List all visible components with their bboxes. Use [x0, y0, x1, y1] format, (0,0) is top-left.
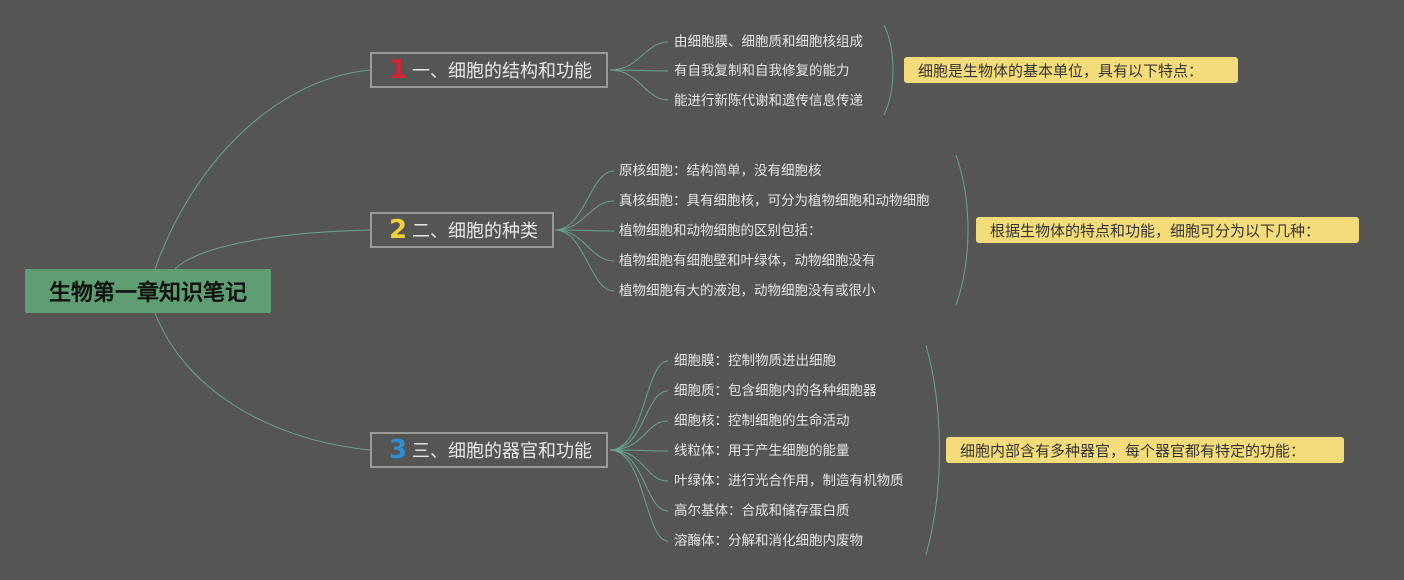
connector-b1-leaf	[609, 41, 669, 71]
summary-note-3[interactable]: 细胞内部含有多种器官，每个器官都有特定的功能：	[946, 437, 1344, 463]
leaf-topic[interactable]: 叶绿体：进行光合作用，制造有机物质	[674, 473, 904, 489]
branch-topic-3[interactable]: 3 三、细胞的器官和功能	[370, 432, 608, 468]
connector-b3-leaf	[609, 449, 669, 482]
leaf-topic[interactable]: 植物细胞和动物细胞的区别包括：	[619, 223, 822, 239]
connector-b3-brace	[925, 344, 940, 556]
leaf-topic[interactable]: 植物细胞有细胞壁和叶绿体，动物细胞没有	[619, 253, 876, 269]
branch-topic-1[interactable]: 1 一、细胞的结构和功能	[370, 52, 608, 88]
connector-b1-leaf	[609, 69, 669, 72]
leaf-topic[interactable]: 细胞膜：控制物质进出细胞	[674, 353, 836, 369]
connector-b3-leaf	[609, 449, 669, 512]
branch-number-2: 2	[388, 215, 408, 245]
leaf-topic[interactable]: 溶酶体：分解和消化细胞内废物	[674, 533, 863, 549]
connector-b2-brace	[955, 154, 969, 306]
branch-label-3: 三、细胞的器官和功能	[412, 441, 592, 462]
connector-b3-leaf	[609, 360, 669, 451]
leaf-topic[interactable]: 原核细胞：结构简单，没有细胞核	[619, 163, 822, 179]
connector-b2-leaf	[554, 229, 615, 292]
connector-b2-leaf	[554, 200, 615, 231]
summary-note-1[interactable]: 细胞是生物体的基本单位，具有以下特点：	[904, 57, 1238, 83]
branch-topic-2[interactable]: 2 二、细胞的种类	[370, 212, 554, 248]
leaf-topic[interactable]: 真核细胞：具有细胞核，可分为植物细胞和动物细胞	[619, 193, 930, 209]
leaf-topic[interactable]: 线粒体：用于产生细胞的能量	[674, 443, 850, 459]
connector-b3-leaf	[609, 390, 669, 451]
connector-b2-leaf	[554, 170, 615, 231]
connector-root-branch-1	[154, 69, 371, 270]
leaf-topic[interactable]: 植物细胞有大的液泡，动物细胞没有或很小	[619, 283, 876, 299]
connector-b3-leaf	[609, 449, 669, 542]
leaf-topic[interactable]: 有自我复制和自我修复的能力	[674, 63, 850, 79]
branch-number-1: 1	[388, 55, 408, 85]
connector-root-branch-3	[154, 312, 371, 451]
leaf-topic[interactable]: 高尔基体：合成和储存蛋白质	[674, 503, 850, 519]
leaf-topic[interactable]: 能进行新陈代谢和遗传信息传递	[674, 93, 863, 109]
summary-note-2[interactable]: 根据生物体的特点和功能，细胞可分为以下几种：	[976, 217, 1359, 243]
branch-label-1: 一、细胞的结构和功能	[412, 61, 592, 82]
leaf-topic[interactable]: 由细胞膜、细胞质和细胞核组成	[674, 34, 863, 50]
connector-b3-leaf	[609, 420, 669, 451]
connector-b1-brace	[883, 24, 894, 116]
root-topic[interactable]: 生物第一章知识笔记	[25, 269, 271, 313]
branch-number-3: 3	[388, 435, 408, 465]
connector-b2-leaf	[554, 229, 615, 232]
connector-b1-leaf	[609, 69, 669, 101]
leaf-topic[interactable]: 细胞质：包含细胞内的各种细胞器	[674, 383, 877, 399]
connector-b2-leaf	[554, 229, 615, 262]
connector-root-branch-2	[174, 229, 371, 270]
leaf-topic[interactable]: 细胞核：控制细胞的生命活动	[674, 413, 850, 429]
connector-b3-leaf	[609, 449, 669, 452]
branch-label-2: 二、细胞的种类	[412, 221, 538, 242]
